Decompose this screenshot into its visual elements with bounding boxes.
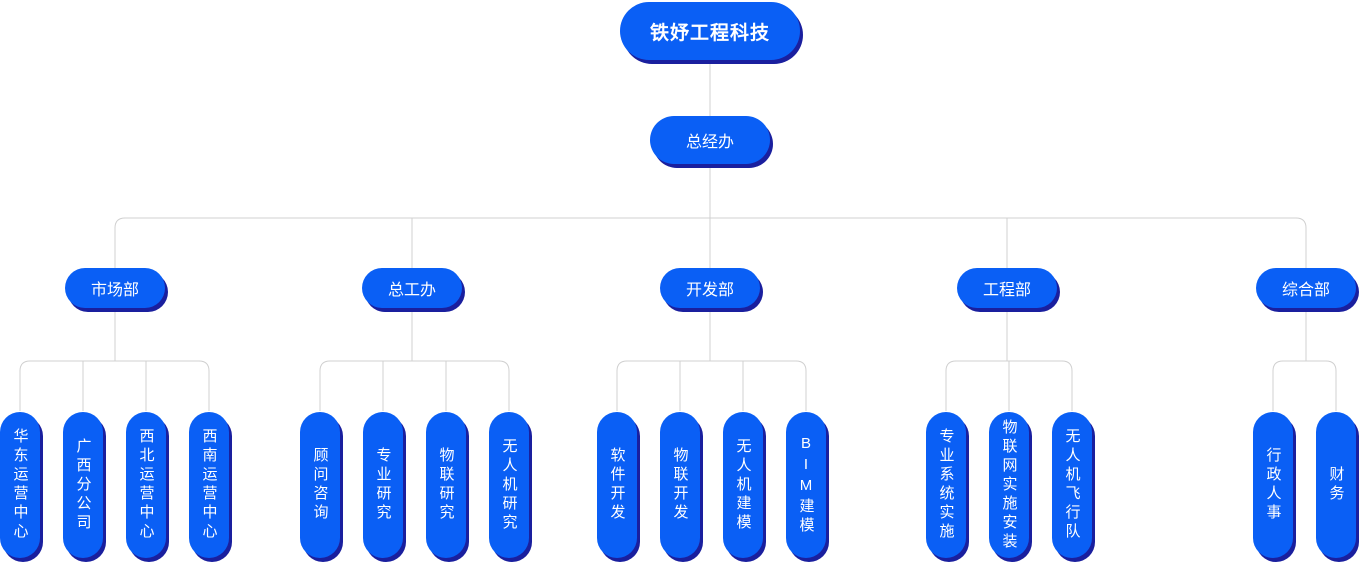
unit-label: 广西分公司 — [74, 437, 92, 533]
unit-label: 无人机飞行队 — [1063, 428, 1081, 542]
connector-leaf-bus — [19, 360, 210, 411]
connector-leaf-bus — [616, 360, 807, 411]
unit-label: 无人机建模 — [734, 437, 752, 533]
unit-node: 物联研究 — [426, 412, 466, 558]
unit-label: 财务 — [1327, 466, 1345, 504]
unit-label: 顾问咨询 — [311, 447, 329, 523]
unit-label: 专业系统实施 — [937, 428, 955, 542]
unit-node: 西北运营中心 — [126, 412, 166, 558]
unit-node: 无人机建模 — [723, 412, 763, 558]
unit-node: 无人机飞行队 — [1052, 412, 1092, 558]
dept-node-chief-engineer: 总工办 — [362, 268, 462, 308]
unit-node: 物联网实施安装 — [989, 412, 1029, 558]
unit-node: 行政人事 — [1253, 412, 1293, 558]
unit-node: 软件开发 — [597, 412, 637, 558]
unit-node: 物联开发 — [660, 412, 700, 558]
connector-leaf-bus — [319, 360, 510, 411]
dept-label: 市场部 — [90, 282, 139, 299]
unit-label: 华东运营中心 — [11, 428, 29, 542]
dept-node-engineering: 工程部 — [957, 268, 1057, 308]
unit-node: 无人机研究 — [489, 412, 529, 558]
dept-node-market: 市场部 — [65, 268, 165, 308]
office-node: 总经办 — [650, 116, 770, 164]
unit-label: 西南运营中心 — [200, 428, 218, 542]
connector-leaf-bus — [1272, 360, 1337, 411]
unit-node: BIM建模 — [786, 412, 826, 558]
dept-label: 总工办 — [387, 282, 436, 299]
unit-label: 西北运营中心 — [137, 428, 155, 542]
unit-label: 物联研究 — [437, 447, 455, 523]
unit-label: BIM建模 — [797, 434, 815, 536]
dept-label: 开发部 — [685, 282, 734, 299]
dept-node-development: 开发部 — [660, 268, 760, 308]
unit-label: 行政人事 — [1264, 447, 1282, 523]
unit-label: 软件开发 — [608, 447, 626, 523]
unit-node: 财务 — [1316, 412, 1356, 558]
unit-node: 专业系统实施 — [926, 412, 966, 558]
unit-label: 物联开发 — [671, 447, 689, 523]
office-label: 总经办 — [685, 134, 734, 151]
dept-node-general: 综合部 — [1256, 268, 1356, 308]
dept-label: 工程部 — [982, 282, 1031, 299]
unit-node: 华东运营中心 — [0, 412, 40, 558]
unit-label: 无人机研究 — [500, 437, 518, 533]
unit-node: 顾问咨询 — [300, 412, 340, 558]
unit-label: 专业研究 — [374, 447, 392, 523]
unit-node: 广西分公司 — [63, 412, 103, 558]
unit-node: 专业研究 — [363, 412, 403, 558]
root-node: 铁妤工程科技 — [620, 2, 800, 60]
unit-label: 物联网实施安装 — [1000, 418, 1018, 552]
dept-label: 综合部 — [1281, 282, 1330, 299]
root-label: 铁妤工程科技 — [649, 22, 770, 44]
unit-node: 西南运营中心 — [189, 412, 229, 558]
